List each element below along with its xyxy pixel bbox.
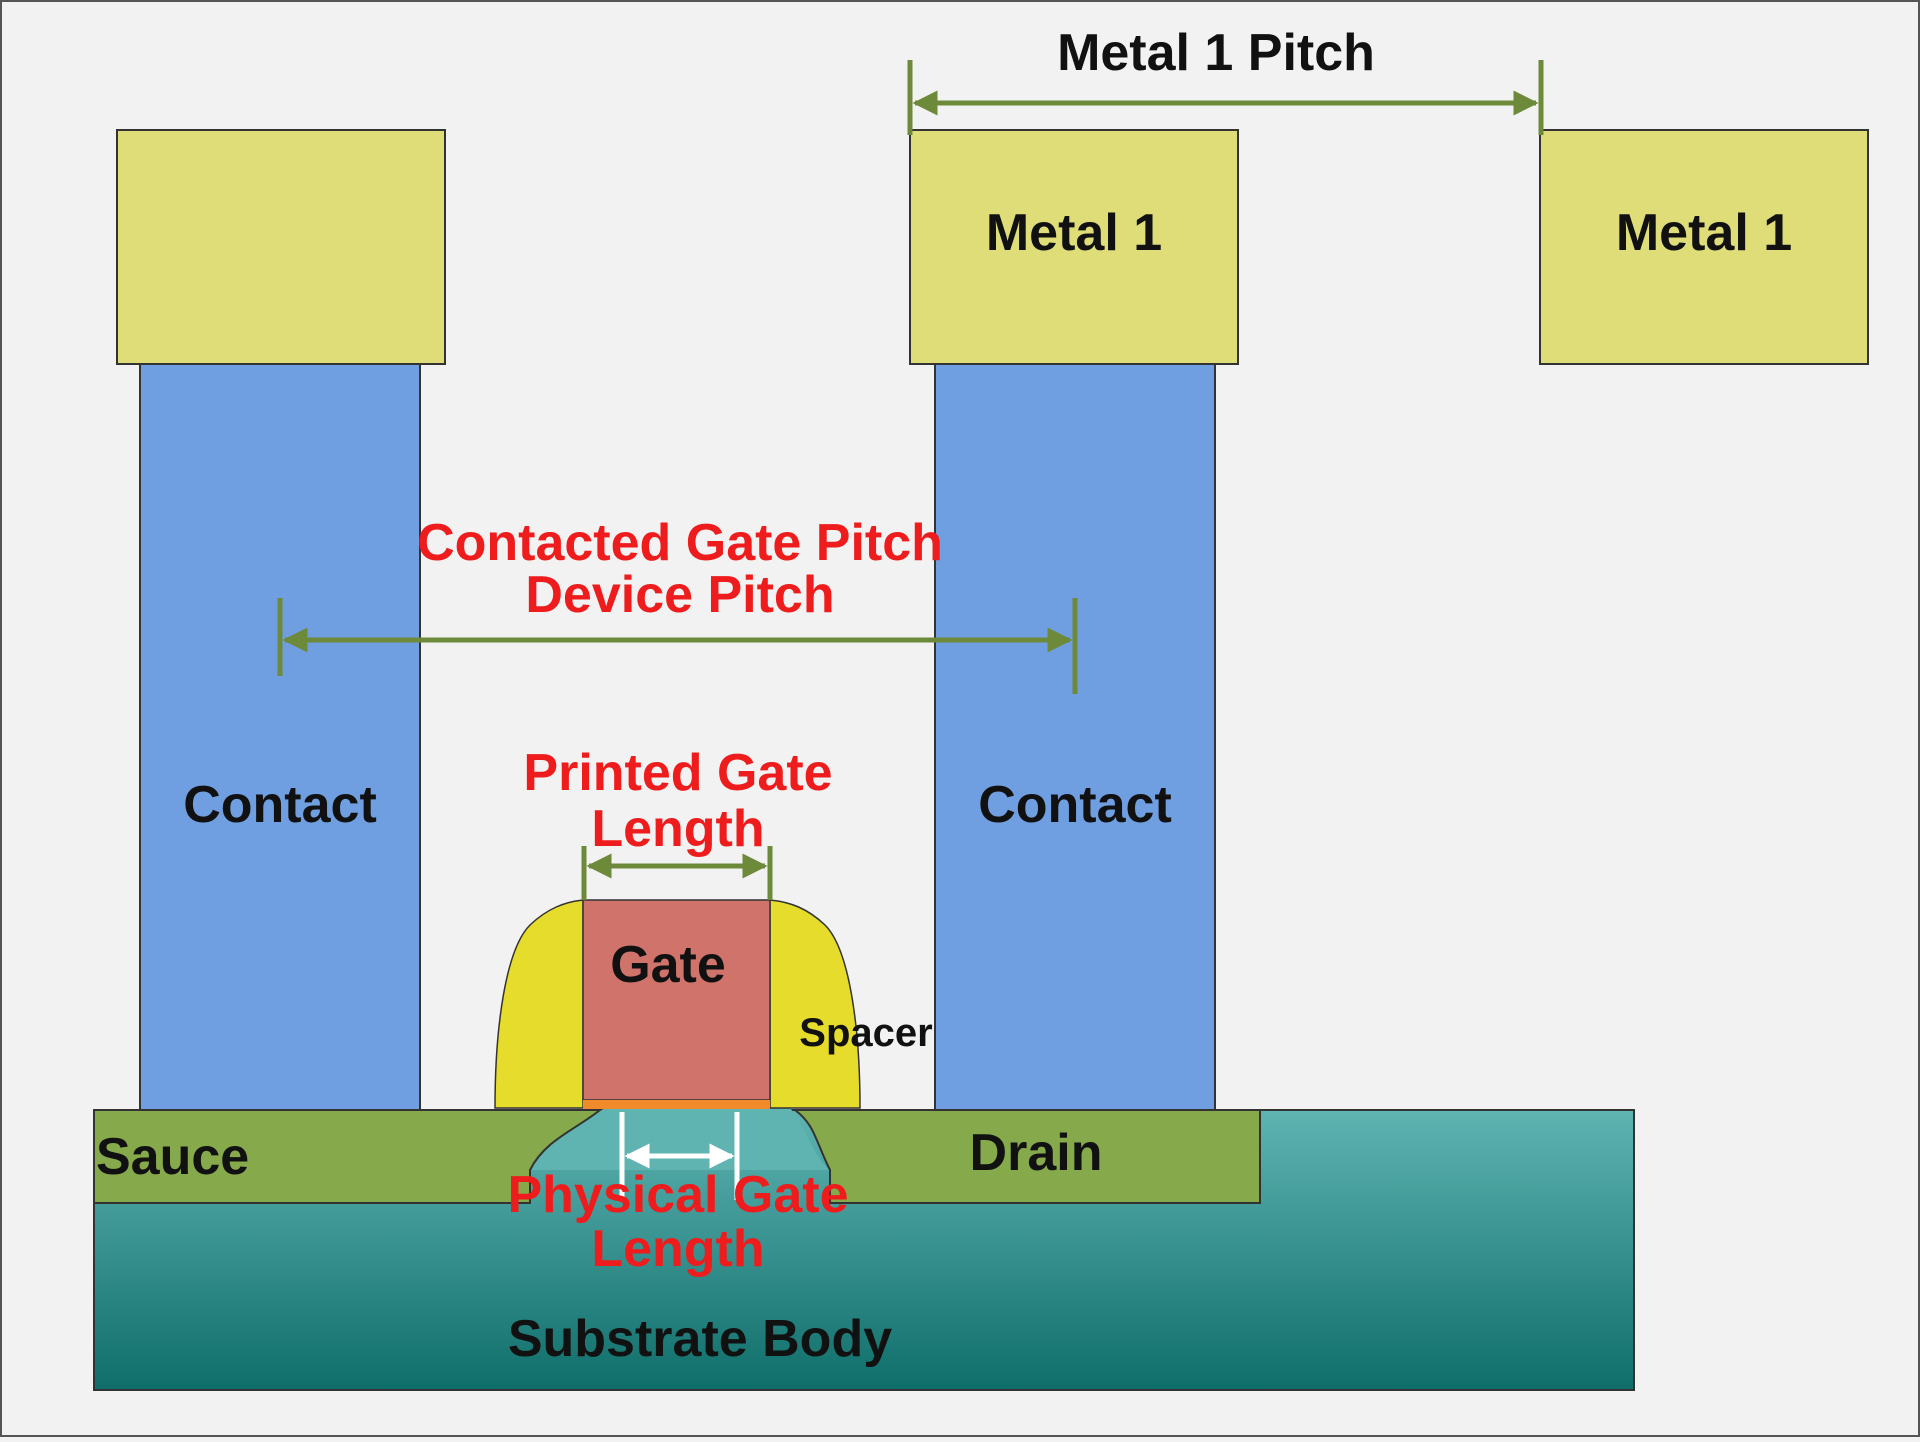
metal1-block-middle <box>909 129 1239 365</box>
spacer-label: Spacer <box>799 1011 932 1055</box>
metal1-block-left <box>116 129 446 365</box>
device-pitch-label: Device Pitch <box>525 566 834 624</box>
contact-left <box>139 361 421 1111</box>
metal1-label-middle: Metal 1 <box>986 204 1162 262</box>
spacer-right <box>769 899 861 1109</box>
drain-region <box>792 1109 1261 1204</box>
gate <box>582 899 771 1101</box>
printed-gate-length-label-line2: Length <box>591 800 764 858</box>
source-label: Sauce <box>96 1128 249 1186</box>
physical-gate-length-label-line2: Length <box>591 1220 764 1278</box>
substrate-label: Substrate Body <box>508 1310 892 1368</box>
contacted-gate-pitch-label: Contacted Gate Pitch <box>417 514 943 572</box>
drain-label: Drain <box>970 1124 1103 1182</box>
channel-region <box>530 1108 830 1170</box>
physical-gate-length-label-line1: Physical Gate <box>507 1166 848 1224</box>
metal1-label-right: Metal 1 <box>1616 204 1792 262</box>
contact-right <box>934 361 1216 1111</box>
gate-label: Gate <box>610 936 726 994</box>
source-region <box>93 1109 603 1204</box>
metal1-block-right <box>1539 129 1869 365</box>
gate-oxide <box>583 1100 770 1109</box>
contact-label-right: Contact <box>978 776 1172 834</box>
metal1-pitch-label: Metal 1 Pitch <box>1057 24 1375 82</box>
contact-label-left: Contact <box>183 776 377 834</box>
spacer-left <box>494 899 584 1109</box>
printed-gate-length-label-line1: Printed Gate <box>523 744 832 802</box>
